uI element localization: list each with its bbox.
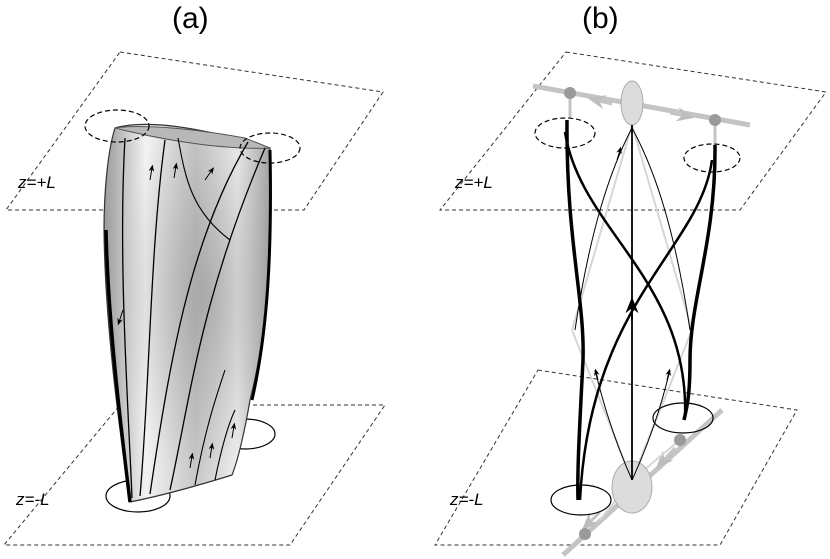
surface-edge-left [104, 229, 132, 503]
field-line-b-left [565, 119, 585, 501]
arrow-a4 [204, 167, 215, 181]
arrow-b2 [594, 368, 600, 381]
surface-edge-right [250, 149, 272, 401]
panel-a: z=-L z=+L [2, 51, 386, 546]
node-bottom-left [579, 528, 591, 540]
arrow-b3 [665, 368, 671, 381]
plane-bottom-a-label: z=-L [15, 490, 50, 509]
plane-bottom-a [2, 404, 386, 546]
panel-b-label: (b) [582, 2, 619, 35]
field-line-a2 [139, 139, 166, 497]
top-dashed-circle-left-a [84, 109, 150, 143]
null-point-top [620, 80, 644, 126]
plane-top-b-label: z=+L [454, 173, 493, 192]
field-line-a5 [194, 369, 226, 486]
panel-b: z=-L z=+L [434, 51, 827, 557]
bottom-circle-right-b [652, 402, 714, 434]
node-top-right [709, 114, 721, 126]
field-line-b-thin2 [631, 127, 691, 331]
field-line-b-cross1 [563, 131, 687, 419]
arrow-a3 [172, 162, 179, 179]
field-line-b1 [567, 118, 632, 211]
field-line-a6 [214, 409, 236, 481]
ghost-arrow-bottom [655, 446, 677, 469]
ghost-arrow-top-left [587, 95, 613, 110]
field-line-b-cross2 [578, 159, 714, 501]
arrow-a6 [208, 442, 215, 459]
arrow-a2 [148, 164, 155, 181]
plane-bottom-b-label: z=-L [449, 490, 484, 509]
plane-top-b [438, 51, 827, 211]
ghost-arrow-top-right [669, 107, 695, 122]
arrow-a7 [230, 422, 237, 439]
arrow-b1 [616, 146, 622, 161]
arrow-a5 [188, 452, 195, 469]
ghost-arrow-bottom-2 [581, 510, 602, 531]
field-line-a4 [169, 147, 266, 491]
node-top-left [564, 87, 576, 99]
field-line-a7 [177, 137, 231, 241]
field-line-b-thin1 [574, 127, 633, 331]
surface-top-edge [114, 125, 271, 149]
field-line-a3 [149, 141, 249, 495]
panel-a-label: (a) [172, 2, 209, 35]
field-line-a1 [121, 137, 133, 499]
node-bottom-right [674, 434, 686, 446]
field-line-b-right [682, 144, 717, 421]
top-dashed-circle-left-b [534, 117, 596, 149]
plane-top-a [5, 51, 384, 211]
plane-bottom-b [434, 369, 798, 546]
ghost-links-center [571, 124, 693, 521]
arrow-a1 [117, 309, 124, 326]
top-dashed-circle-right-b [683, 143, 741, 173]
plane-top-a-label: z=+L [17, 173, 56, 192]
top-dashed-circle-right-a [239, 132, 301, 164]
